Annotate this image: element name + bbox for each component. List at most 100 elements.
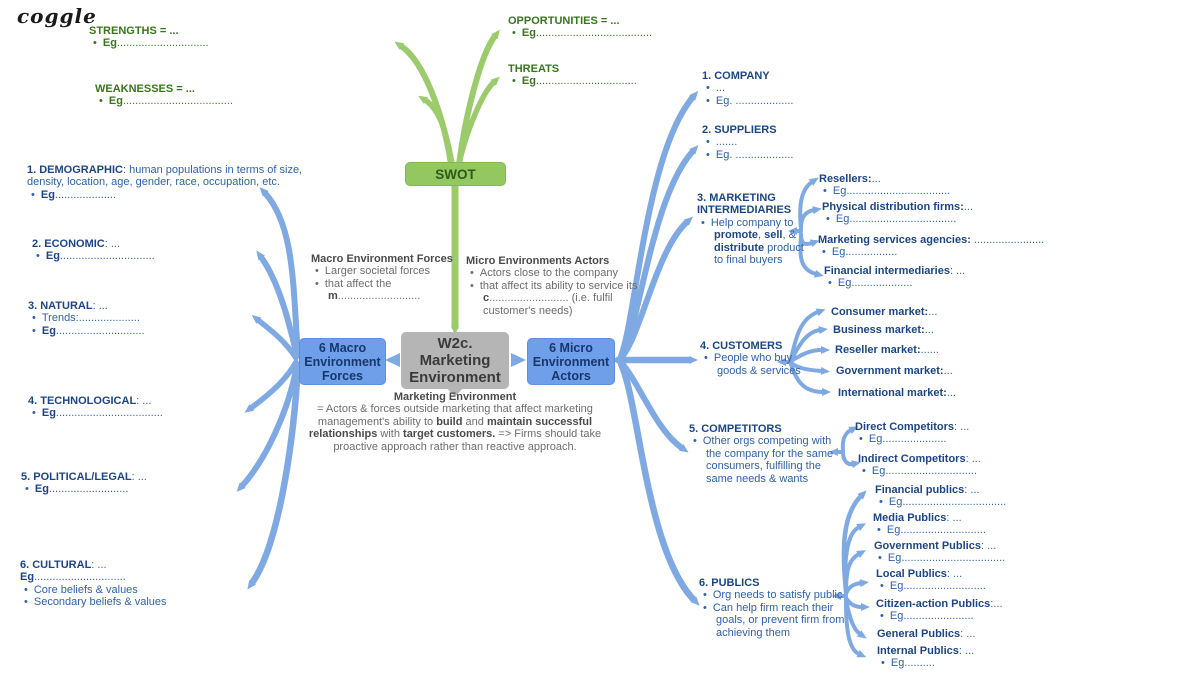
node-line: •Eg.................................. xyxy=(874,552,1005,564)
text-segment: Physical distribution firms: xyxy=(822,201,964,213)
branch-sub-government-p xyxy=(844,550,867,595)
node-line: Business market:... xyxy=(833,324,934,336)
node-micro-note[interactable]: Micro Environments Actors•Actors close t… xyxy=(466,255,637,317)
node-line: Government Publics: ... xyxy=(874,540,1005,552)
text-segment: Eg xyxy=(41,407,56,420)
text-segment: that affect its ability to service its xyxy=(479,279,638,292)
node-threats[interactable]: THREATS•Eg..............................… xyxy=(508,63,637,88)
node-marketing-note[interactable]: Marketing Environment= Actors & forces o… xyxy=(288,391,622,453)
node-line: •Eg............................... xyxy=(32,250,155,262)
text-segment: Secondary beliefs & values xyxy=(33,596,167,609)
bullet-dot: • xyxy=(703,601,707,614)
text-segment: ... xyxy=(871,173,881,185)
node-center-topic[interactable]: W2c. Marketing Environment xyxy=(401,332,509,389)
node-general-p[interactable]: General Publics: ... xyxy=(877,628,975,640)
node-line: •Eg................................... xyxy=(28,407,163,419)
node-competitors[interactable]: 5. COMPETITORS•Other orgs competing with… xyxy=(689,423,833,485)
branch-sub-direct xyxy=(840,426,859,452)
text-segment: 5. POLITICAL/LEGAL xyxy=(21,471,132,483)
branch-macro-political xyxy=(236,361,300,492)
node-line: relationships with target customers. => … xyxy=(288,428,622,440)
node-weaknesses[interactable]: WEAKNESSES = ...•Eg.....................… xyxy=(95,83,233,108)
center-line-3: Environment xyxy=(409,369,501,386)
text-segment: Eg........................... xyxy=(889,580,986,593)
node-physical[interactable]: Physical distribution firms:...•Eg......… xyxy=(822,201,973,226)
node-macro-box[interactable]: 6 Macro Environment Forces xyxy=(299,338,386,385)
node-macro-note[interactable]: Macro Environment Forces•Larger societal… xyxy=(311,253,453,303)
node-services[interactable]: Marketing services agencies: ...........… xyxy=(818,234,1044,259)
node-line: 2. SUPPLIERS xyxy=(702,124,794,136)
text-segment: Can help firm reach their xyxy=(712,601,834,614)
text-segment: : ... xyxy=(964,484,980,496)
node-line: General Publics: ... xyxy=(877,628,975,640)
text-segment: THREATS xyxy=(508,63,560,75)
text-segment: Eg xyxy=(521,27,536,40)
node-swot-box[interactable]: SWOT xyxy=(405,162,506,186)
node-international-m[interactable]: International market:... xyxy=(838,387,956,399)
text-segment: ........................... xyxy=(337,290,421,303)
arrow-fan-into-micro xyxy=(612,352,625,368)
node-line: Local Publics: ... xyxy=(876,568,986,580)
node-indirect[interactable]: Indirect Competitors: ...•Eg............… xyxy=(858,453,981,478)
branch-sub-local-p xyxy=(844,579,869,596)
node-micro-box[interactable]: 6 Micro Environment Actors xyxy=(527,338,615,385)
node-line: INTERMEDIARIES xyxy=(697,204,804,216)
text-segment: customer's needs) xyxy=(483,304,573,317)
bullet-dot: • xyxy=(879,496,883,509)
bullet-dot: • xyxy=(823,185,827,198)
text-segment: Eg....................... xyxy=(889,610,974,623)
node-financial-p[interactable]: Financial publics: ...•Eg...............… xyxy=(875,484,1006,509)
node-internal-p[interactable]: Internal Publics: ...•Eg.......... xyxy=(877,645,974,670)
node-government-m[interactable]: Government market:... xyxy=(836,365,953,377)
node-demographic[interactable]: 1. DEMOGRAPHIC: human populations in ter… xyxy=(27,164,302,201)
branch-macro-cultural xyxy=(247,362,302,590)
node-consumer[interactable]: Consumer market:... xyxy=(831,306,937,318)
text-segment: ....... xyxy=(715,136,738,149)
node-line: 1. DEMOGRAPHIC: human populations in ter… xyxy=(27,164,302,176)
node-media-p[interactable]: Media Publics: ...•Eg...................… xyxy=(873,512,986,537)
node-suppliers[interactable]: 2. SUPPLIERS•.......•Eg. ...............… xyxy=(702,124,794,161)
node-line: 4. TECHNOLOGICAL: ... xyxy=(28,395,163,407)
bullet-dot: • xyxy=(32,324,36,337)
text-segment: Trends: xyxy=(41,312,79,325)
node-business[interactable]: Business market:... xyxy=(833,324,934,336)
node-local-p[interactable]: Local Publics: ...•Eg...................… xyxy=(876,568,986,593)
text-segment: .......................... xyxy=(48,483,129,496)
coggle-logo[interactable]: coggle xyxy=(17,4,97,28)
text-segment: , & xyxy=(782,229,796,242)
text-segment: goals, or prevent firm from xyxy=(716,614,845,627)
text-segment: Eg.............................. xyxy=(871,465,977,478)
node-company[interactable]: 1. COMPANY•...•Eg. ................... xyxy=(702,70,794,107)
node-opportunities[interactable]: OPPORTUNITIES = ...•Eg..................… xyxy=(508,15,652,40)
node-direct[interactable]: Direct Competitors: ...•Eg..............… xyxy=(855,421,969,446)
branch-macro-natural xyxy=(251,315,299,361)
node-technological[interactable]: 4. TECHNOLOGICAL: ...•Eg................… xyxy=(28,395,163,420)
node-political[interactable]: 5. POLITICAL/LEGAL: ...•Eg..............… xyxy=(21,471,147,496)
text-segment: STRENGTHS = ... xyxy=(89,25,179,37)
text-segment: that affect the xyxy=(324,277,392,290)
node-line: Marketing services agencies: ...........… xyxy=(818,234,1044,246)
node-line: •Help company to xyxy=(697,217,804,229)
text-segment: Direct Competitors xyxy=(855,421,955,433)
bullet-dot: • xyxy=(470,267,474,280)
node-citizen-p[interactable]: Citizen-action Publics:...•Eg...........… xyxy=(876,598,1003,623)
text-segment: : ... xyxy=(92,300,108,312)
bullet-dot: • xyxy=(877,524,881,537)
node-cultural[interactable]: 6. CULTURAL: ...Eg......................… xyxy=(20,559,167,609)
node-line: • Eg....................... xyxy=(876,610,1003,622)
node-natural[interactable]: 3. NATURAL: ...•Trends:.................… xyxy=(28,300,145,337)
node-reseller-m[interactable]: Reseller market:...... xyxy=(835,344,939,356)
node-publics[interactable]: 6. PUBLICS•Org needs to satisfy public•C… xyxy=(699,577,844,639)
node-resellers[interactable]: Resellers:...•Eg........................… xyxy=(819,173,950,198)
node-line: •... xyxy=(702,82,794,94)
node-line: •Eg. ................... xyxy=(702,95,794,107)
node-government-p[interactable]: Government Publics: ...•Eg..............… xyxy=(874,540,1005,565)
text-segment: ... xyxy=(963,201,973,213)
node-economic[interactable]: 2. ECONOMIC: ...•Eg.....................… xyxy=(32,238,155,263)
text-segment: target customers. xyxy=(403,428,496,441)
node-fin-inter[interactable]: Financial intermediaries: ...•Eg........… xyxy=(824,265,965,290)
node-strengths[interactable]: STRENGTHS = ...•Eg......................… xyxy=(89,25,209,50)
bullet-dot: • xyxy=(880,610,884,623)
